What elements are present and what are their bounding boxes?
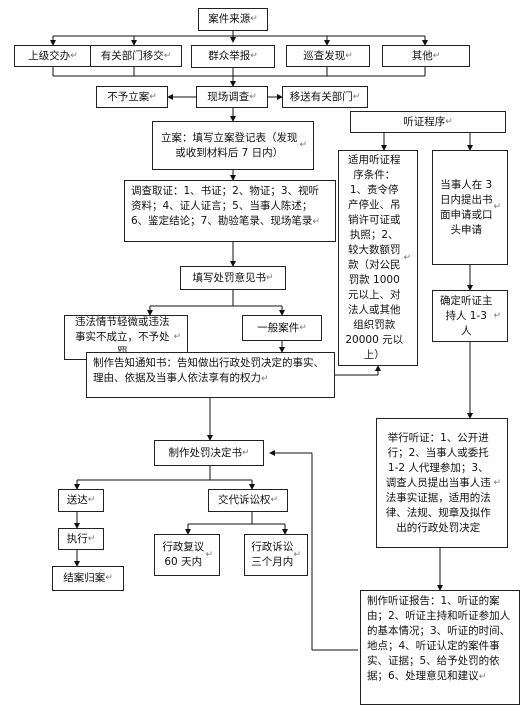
paragraph-mark: ↵ xyxy=(149,91,157,102)
source-report-box: 群众举报↵ xyxy=(191,45,275,68)
paragraph-mark: ↵ xyxy=(250,14,258,24)
paragraph-mark: ↵ xyxy=(352,91,361,102)
paragraph-mark: ↵ xyxy=(493,202,501,212)
paragraph-mark: ↵ xyxy=(445,116,453,127)
delivery-box: 送达↵ xyxy=(58,489,104,512)
general-case-box: 一般案件↵ xyxy=(242,315,322,341)
paragraph-mark: ↵ xyxy=(432,50,441,61)
hearing-procedure-box: 听证程序↵ xyxy=(350,111,506,133)
evidence-box: 调查取证：1、书证；2、物证；3、视听资料；4、证人证言；5、当事人陈述；6、鉴… xyxy=(124,180,336,242)
investigation-box: 现场调查↵ xyxy=(196,86,268,108)
case-source-box: 案件来源↵ xyxy=(198,8,268,31)
paragraph-mark: ↵ xyxy=(493,310,501,321)
notice-box: 制作告知通知书：告知做出行政处罚决定的事实、理由、依据及当事人依法享有的权力↵ xyxy=(86,352,335,398)
source-patrol-box: 巡查发现↵ xyxy=(286,45,370,67)
source-department-box: 有关部门移交↵ xyxy=(90,45,182,67)
paragraph-mark: ↵ xyxy=(87,533,96,544)
paragraph-mark: ↵ xyxy=(345,50,353,61)
paragraph-mark: ↵ xyxy=(299,322,307,333)
execution-box: 执行↵ xyxy=(58,528,104,550)
lawsuit-box: 行政诉讼 三个月内↵ xyxy=(244,534,308,576)
paragraph-mark: ↵ xyxy=(249,91,257,102)
review-box: 行政复议 60 天内↵ xyxy=(154,534,220,576)
paragraph-mark: ↵ xyxy=(105,573,113,583)
paragraph-mark: ↵ xyxy=(87,495,96,505)
paragraph-mark: ↵ xyxy=(163,50,172,61)
paragraph-mark: ↵ xyxy=(270,495,279,505)
paragraph-mark: ↵ xyxy=(70,50,78,61)
paragraph-mark: ↵ xyxy=(241,447,250,458)
decision-box: 制作处罚决定书↵ xyxy=(154,440,264,466)
hearing-host-box: 确定听证主持人 1-3 人↵ xyxy=(432,290,508,342)
paragraph-mark: ↵ xyxy=(250,51,258,61)
paragraph-mark: ↵ xyxy=(403,252,411,263)
transfer-box: 移送有关部门↵ xyxy=(282,86,368,108)
paragraph-mark: ↵ xyxy=(293,549,301,560)
filing-box: 立案：填写立案登记表（发现或收到材料后 7 日内）↵ xyxy=(152,121,314,170)
paragraph-mark: ↵ xyxy=(478,672,487,682)
paragraph-mark: ↵ xyxy=(173,332,181,342)
source-superior-box: 上级交办↵ xyxy=(14,45,92,67)
remedy-box: 交代诉讼权↵ xyxy=(208,489,288,512)
paragraph-mark: ↵ xyxy=(265,272,274,283)
close-case-box: 结案归案↵ xyxy=(52,566,124,591)
paragraph-mark: ↵ xyxy=(299,140,307,150)
paragraph-mark: ↵ xyxy=(312,217,320,227)
no-case-box: 不予立案↵ xyxy=(96,86,168,108)
opinion-box: 填写处罚意见书↵ xyxy=(180,266,286,290)
hearing-request-box: 当事人在 3 日内提出书面申请或口头申请↵ xyxy=(432,150,508,265)
hearing-report-box: 制作听证报告：1、听证的案由；2、听证主持和听证参加人的基本情况；3、听证的时间… xyxy=(360,590,520,705)
hearing-conditions-box: 适用听证程序条件：1、责令停产停业、吊销许可证或执照；2、较大数额罚款（对公民罚… xyxy=(338,150,418,366)
paragraph-mark: ↵ xyxy=(493,477,501,488)
hearing-held-box: 举行听证：1、公开进行；2、当事人或委托 1-2 人代理参加；3、调查人员提出当… xyxy=(376,418,508,548)
paragraph-mark: ↵ xyxy=(261,374,269,384)
source-other-box: 其他↵ xyxy=(382,45,470,67)
paragraph-mark: ↵ xyxy=(205,549,213,560)
